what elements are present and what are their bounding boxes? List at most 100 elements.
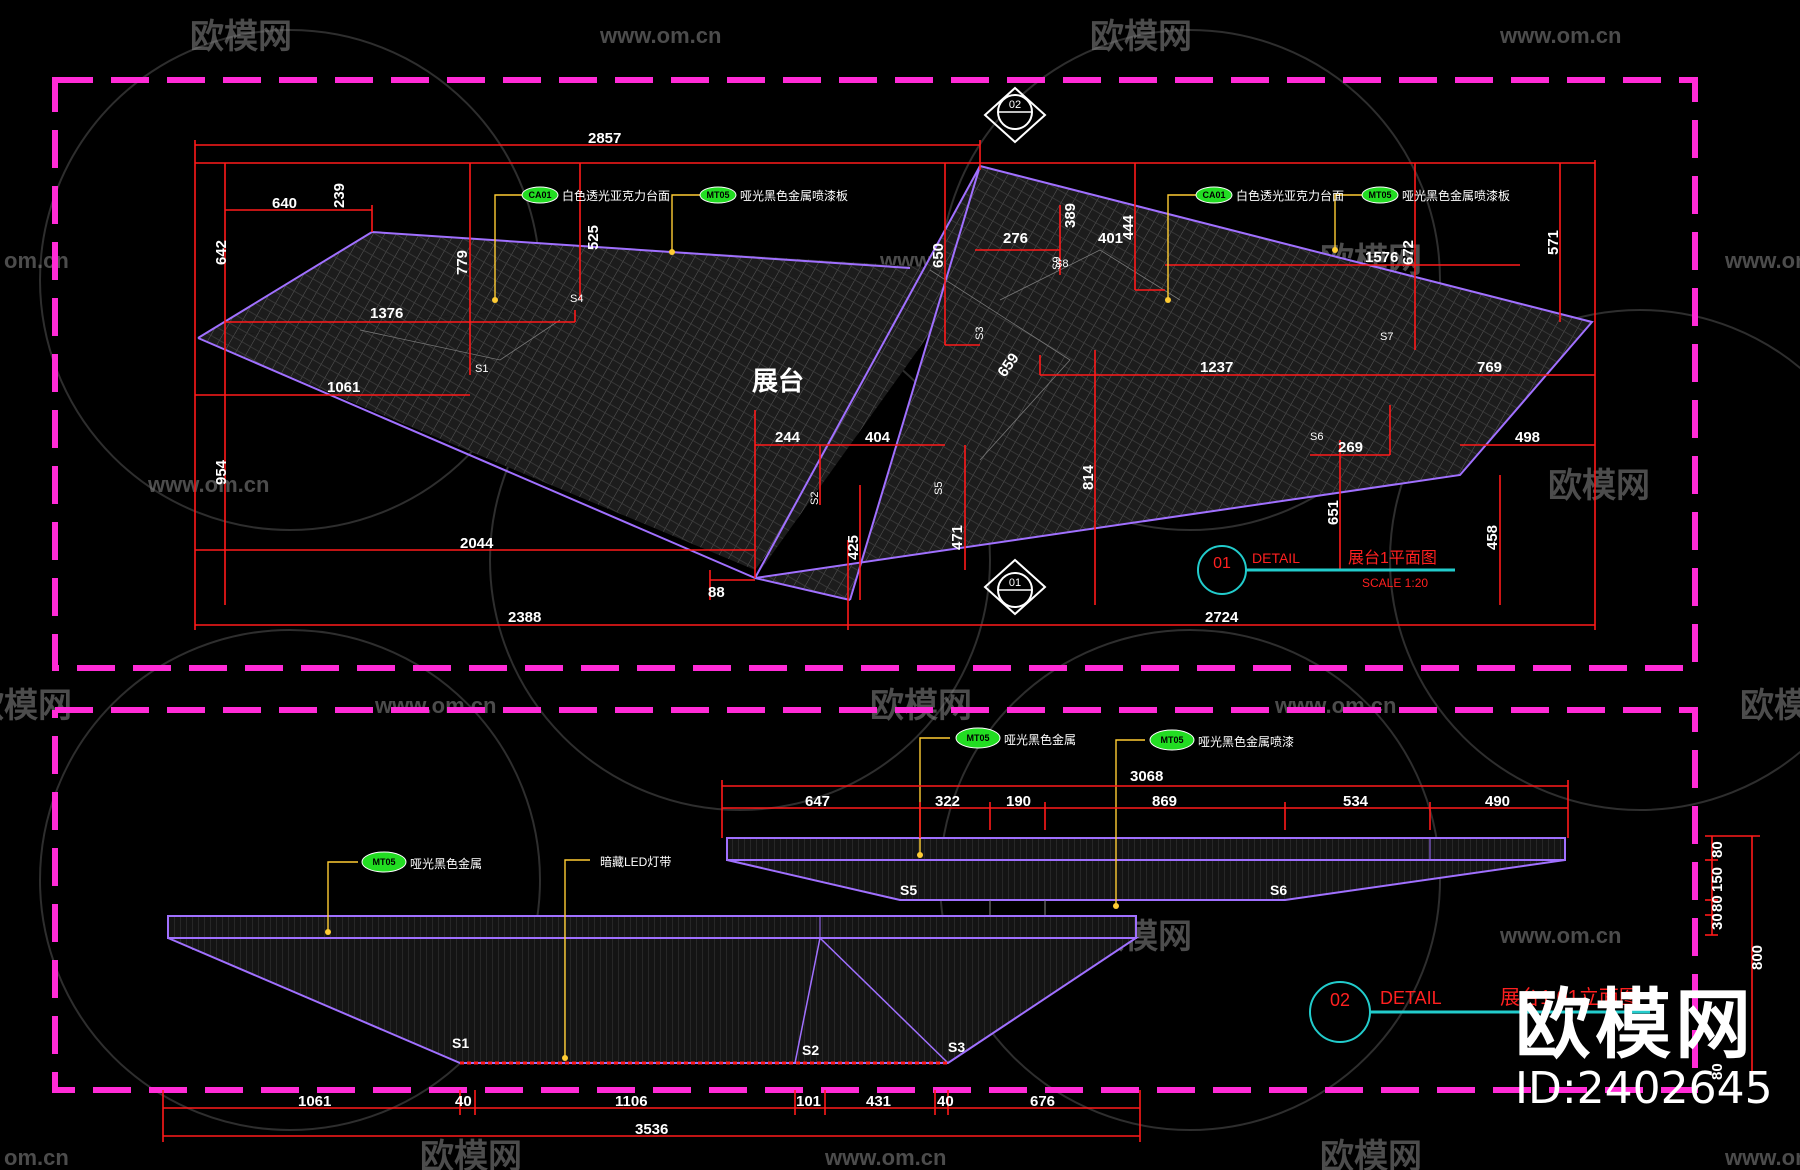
segment-mark: S9: [1051, 257, 1063, 270]
plan-label: 展台: [752, 366, 804, 396]
dim: 534: [1343, 793, 1369, 810]
dim: 1061: [327, 379, 360, 396]
segment-mark: S1: [452, 1035, 469, 1051]
segment-mark: S1: [475, 363, 488, 375]
dim: 954: [213, 459, 230, 485]
section-marker-bottom: 01: [983, 558, 1047, 616]
dim: 431: [866, 1093, 891, 1110]
dim: 676: [1030, 1093, 1055, 1110]
watermark-url: www.om.cn: [824, 1145, 946, 1170]
segment-mark: S5: [900, 882, 917, 898]
plan-outline: [197, 165, 1594, 601]
plan-dimension-lines: [194, 140, 1596, 630]
tag-text: 白色透光亚克力台面: [1236, 188, 1344, 203]
elevation-material-tag: MT05 哑光黑色金属喷漆: [1149, 729, 1294, 751]
dim: 869: [1152, 793, 1177, 810]
watermark-brand: 欧模网: [420, 1138, 522, 1170]
dim: 1576: [1365, 249, 1398, 266]
segment-mark: S6: [1310, 431, 1323, 443]
watermark-brand: 欧模网: [1320, 1138, 1422, 1170]
dim: 3536: [635, 1121, 668, 1138]
plan-title-block: 01 DETAIL 展台1平面图 SCALE 1:20: [1197, 545, 1455, 595]
dim: 769: [1477, 359, 1502, 376]
dim: 401: [1098, 230, 1123, 247]
watermark-brand: 欧模网: [190, 18, 292, 56]
dim: 2044: [460, 535, 494, 552]
dim: 239: [331, 183, 348, 208]
plan-material-tag: CA01 白色透光亚克力台面: [1195, 186, 1344, 204]
dim: 814: [1080, 464, 1097, 490]
title-detail: DETAIL: [1380, 988, 1442, 1008]
tag-code: CA01: [528, 190, 551, 200]
watermark-brand: 欧模网: [870, 687, 972, 725]
dim: 404: [865, 429, 891, 446]
dim: 458: [1484, 525, 1501, 550]
tag-text: 哑光黑色金属喷漆板: [740, 188, 848, 203]
dim: 389: [1062, 203, 1079, 228]
watermark-brand: 欧模网: [0, 687, 72, 725]
dim: 322: [935, 793, 960, 810]
segment-mark: S2: [802, 1042, 819, 1058]
plan-view: CA01 白色透光亚克力台面 MT05 哑光黑色金属喷漆板 CA01 白色透光亚…: [194, 86, 1596, 630]
title-number: 02: [1330, 990, 1350, 1010]
plan-material-tag: MT05 哑光黑色金属喷漆板: [699, 186, 848, 204]
dim: 525: [585, 225, 602, 250]
title-name: 展台1 01立面图: [1500, 986, 1639, 1009]
watermark-url: www.om.cn: [1274, 693, 1396, 718]
watermark-url: www.om.cn: [1724, 1145, 1800, 1170]
segment-mark: S2: [809, 492, 821, 505]
segment-mark: S7: [1380, 331, 1393, 343]
watermark-url: www.om.cn: [147, 472, 269, 497]
section-number: 02: [1009, 99, 1021, 111]
plan-material-tag: MT05 哑光黑色金属喷漆板: [1361, 186, 1510, 204]
segment-mark: S6: [1270, 882, 1287, 898]
dim: 30: [1709, 913, 1726, 930]
tag-code: MT05: [1160, 735, 1183, 745]
dim: 647: [805, 793, 830, 810]
segment-mark: S4: [570, 293, 583, 305]
title-detail: DETAIL: [1252, 550, 1300, 566]
dim: 150: [1709, 867, 1726, 892]
dim: 101: [796, 1093, 821, 1110]
dim: 640: [272, 195, 297, 212]
watermark-url: om.cn: [4, 248, 69, 273]
elevation-segment-marks: S1 S2 S3 S5 S6: [452, 882, 1287, 1058]
elevation-top-dims: 3068 647 322 190 869 534 490: [805, 768, 1510, 810]
dim: 1106: [615, 1093, 648, 1110]
segment-mark: S3: [974, 327, 986, 340]
brand-stamp: 欧模网 ID:2402645: [1515, 985, 1773, 1113]
dim: 2388: [508, 609, 541, 626]
watermark-brand: 欧模网: [1090, 18, 1192, 56]
dim: 651: [1325, 500, 1342, 525]
elevation-material-tag: MT05 哑光黑色金属: [955, 727, 1076, 749]
dim: 1061: [298, 1093, 331, 1110]
plan-dimension-text: 2857 640 239 642 1376 1061 954 2044 2388…: [213, 130, 1562, 626]
watermark-url: om.cn: [4, 1145, 69, 1170]
dim: 3068: [1130, 768, 1163, 785]
watermark-url: www.om.cn: [599, 23, 721, 48]
dim: 40: [455, 1093, 472, 1110]
tag-text: 哑光黑色金属: [1004, 732, 1076, 747]
brand-name: 欧模网: [1515, 980, 1755, 1069]
watermark-url: www.om.cn: [1499, 923, 1621, 948]
plan-frame: [52, 77, 1698, 671]
dim: 80: [1709, 841, 1726, 858]
title-name: 展台1平面图: [1348, 549, 1437, 567]
dim: 80: [1709, 1063, 1726, 1080]
elevation-bottom-dims: 1061 40 1106 101 431 40 676 3536: [298, 1093, 1055, 1138]
elevation-title-block: 02 DETAIL 展台1 01立面图: [1309, 981, 1650, 1043]
tag-code: MT05: [966, 733, 989, 743]
dim: 800: [1749, 945, 1766, 970]
elevation-right-dims: 80 150 80 30 80 800: [1709, 841, 1766, 1080]
watermark-brand: 欧模网: [1548, 467, 1650, 505]
tag-code: MT05: [372, 857, 395, 867]
dim: 269: [1338, 439, 1363, 456]
dim: 779: [454, 250, 471, 275]
dim: 2724: [1205, 609, 1239, 626]
segment-mark: S5: [933, 482, 945, 495]
section-marker-top: 02: [983, 86, 1047, 144]
title-number: 01: [1213, 555, 1231, 572]
segment-mark: S8: [1055, 258, 1068, 270]
watermark-url: www.om.cn: [374, 693, 496, 718]
